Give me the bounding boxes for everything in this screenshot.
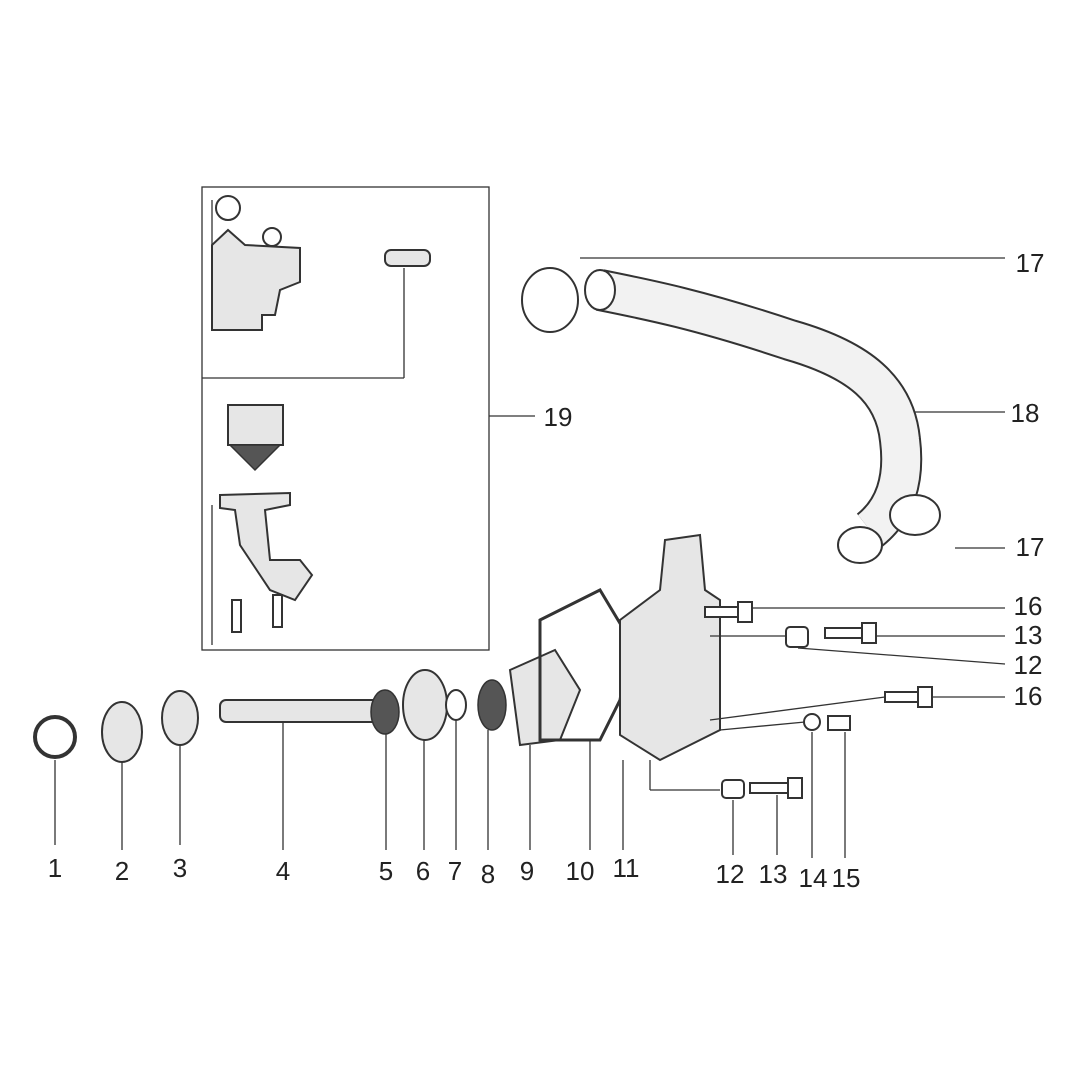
bolt (272, 594, 283, 628)
callout-15: 15 (832, 863, 861, 893)
circlip (33, 715, 77, 759)
bolt (749, 782, 793, 794)
callout-16: 16 (1014, 591, 1043, 621)
dowel (721, 779, 745, 799)
callout-13: 13 (1014, 620, 1043, 650)
callout-3: 3 (173, 853, 187, 883)
bolt (231, 599, 242, 633)
callout-4: 4 (276, 856, 290, 886)
callout-5: 5 (379, 856, 393, 886)
o-ring (215, 195, 241, 221)
hose-assembly (521, 257, 1005, 564)
oil-seal (161, 690, 199, 746)
callout-9: 9 (520, 856, 534, 886)
callout-6: 6 (416, 856, 430, 886)
mechanical-seal (402, 669, 448, 741)
temperature-sensor (384, 249, 431, 267)
callout-13: 13 (759, 859, 788, 889)
fasteners (649, 601, 1006, 858)
dowel (785, 626, 809, 648)
callout-18: 18 (1011, 398, 1040, 428)
pump-shaft (219, 699, 386, 723)
thermostat (227, 404, 284, 446)
callout-7: 7 (448, 856, 462, 886)
callout-14: 14 (799, 863, 828, 893)
bolt (704, 606, 741, 618)
callout-2: 2 (115, 856, 129, 886)
hose-clamp (889, 494, 941, 536)
callout-8: 8 (481, 859, 495, 889)
callout-11: 11 (613, 853, 640, 883)
callout-17: 17 (1016, 532, 1045, 562)
thermostat-housing (211, 228, 301, 331)
callout-17: 17 (1016, 248, 1045, 278)
coolant-hose (596, 271, 921, 545)
o-ring-small (262, 227, 282, 247)
callout-16: 16 (1014, 681, 1043, 711)
pump-shaft-parts (33, 533, 721, 850)
bolt (824, 627, 868, 639)
hose-clamp (521, 267, 579, 333)
callout-12: 12 (1014, 650, 1043, 680)
callout-1: 1 (48, 853, 62, 883)
washer (445, 689, 467, 721)
kit-box (201, 186, 490, 651)
nut (827, 715, 851, 731)
callout-19: 19 (544, 402, 573, 432)
thermostat-kit-group (201, 186, 535, 651)
callout-12: 12 (716, 859, 745, 889)
seal-ring (477, 679, 507, 731)
bearing (101, 701, 143, 763)
seal (370, 689, 400, 735)
pump-cover (619, 533, 721, 762)
callout-labels: 1 2 3 4 5 6 7 8 9 10 11 12 13 14 15 16 1… (48, 248, 1045, 893)
impeller (508, 648, 582, 747)
callout-10: 10 (566, 856, 595, 886)
thermostat-cover (219, 491, 314, 602)
washer (803, 713, 821, 731)
